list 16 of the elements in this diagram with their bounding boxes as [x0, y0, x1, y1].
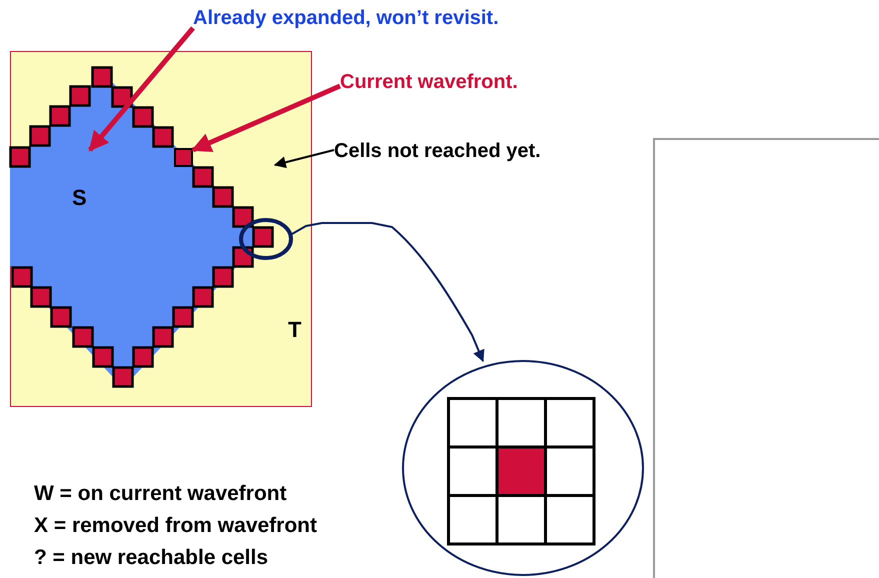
- grid-area: [10, 51, 312, 407]
- arrow: [274, 149, 334, 168]
- legend-text: W = on current wavefront: [34, 482, 287, 506]
- arrow: [88, 26, 195, 152]
- wavefront-cell: [174, 148, 193, 167]
- grid-label: S: [72, 186, 87, 210]
- callout-text: Cells not reached yet.: [334, 139, 541, 163]
- magnified-circle: [402, 360, 644, 576]
- legend-text: X = removed from wavefront: [34, 514, 317, 538]
- legend-text: ? = new reachable cells: [34, 546, 268, 570]
- arrow: [191, 84, 341, 152]
- grid-label: T: [288, 318, 302, 342]
- arrow: [292, 222, 484, 362]
- callout-text: Already expanded, won’t revisit.: [193, 6, 499, 30]
- callout-text: Current wavefront.: [340, 70, 518, 94]
- zoom-ellipse: [239, 218, 293, 260]
